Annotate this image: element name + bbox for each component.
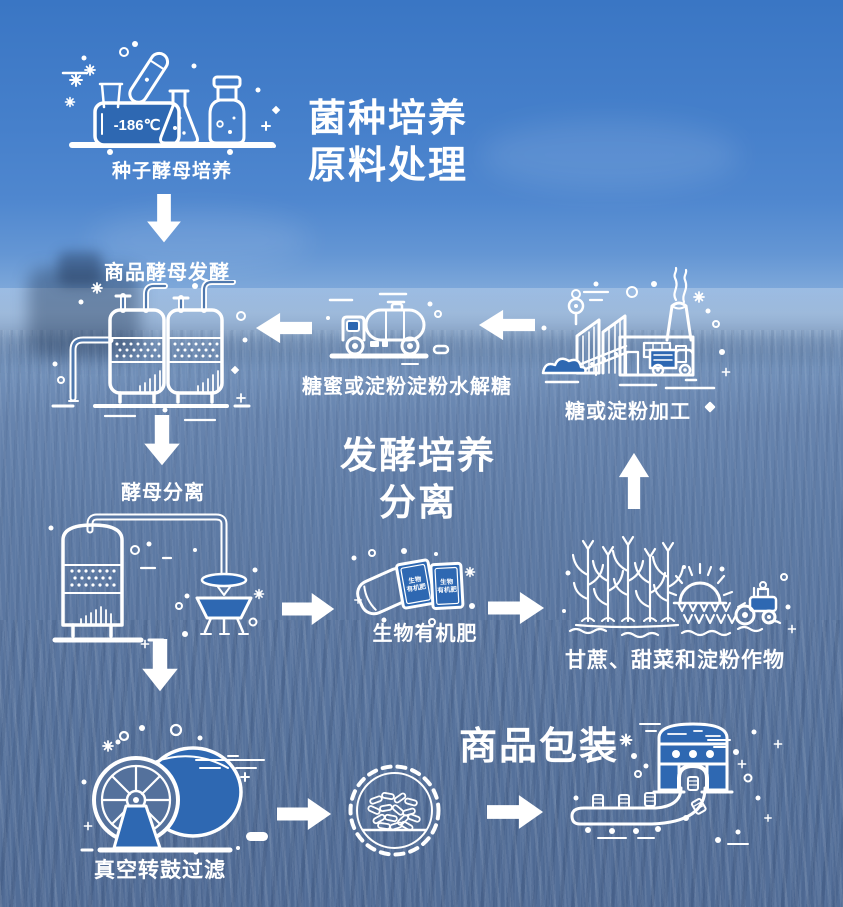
lab-equipment-icon: -186℃ — [60, 40, 290, 180]
label-yeast-separation: 酵母分离 — [121, 482, 205, 504]
factory-icon — [536, 264, 736, 394]
cloud — [90, 210, 310, 270]
arrow-left-icon — [255, 312, 312, 344]
arrow-up-icon — [618, 452, 650, 509]
label-sugar-starch-processing: 糖或淀粉加工 — [565, 401, 691, 423]
crops-field-icon — [562, 533, 796, 645]
arrow-right-icon — [488, 592, 545, 624]
sparkle-decoration — [704, 401, 716, 413]
label-commercial-fermentation: 商品酵母发酵 — [104, 262, 230, 284]
fertilizer-bags-icon: 生物 有机肥 生物 有机肥 — [348, 548, 480, 634]
yeast-separator-icon — [45, 510, 265, 652]
tanker-truck-icon — [322, 290, 464, 370]
label-bio-fertilizer: 生物有机肥 — [372, 623, 478, 645]
label-crops: 甘蔗、甜菜和淀粉作物 — [565, 649, 785, 672]
label-vacuum-drum: 真空转鼓过滤 — [94, 859, 226, 882]
fermentation-tanks-icon — [45, 280, 255, 432]
stage3-title-text: 商品包装 — [459, 726, 620, 768]
stage3-title: 商品包装 — [459, 724, 619, 771]
arrow-right-icon — [277, 798, 332, 830]
stage2-title-line1: 发酵培养 — [340, 435, 496, 476]
label-seed-yeast: 种子酵母培养 — [111, 161, 233, 182]
vacuum-drum-filter-icon — [78, 722, 278, 856]
bag-text-line2: 有机肥 — [437, 584, 457, 594]
bag-text-line1: 生物 — [440, 577, 454, 587]
arrow-down-icon — [142, 639, 178, 692]
background-harvester-cab — [58, 252, 102, 286]
yeast-cells-magnifier-icon — [346, 762, 443, 859]
arrow-right-icon — [282, 593, 335, 625]
label-hydrolyzed-sugar: 糖蜜或淀粉淀粉水解糖 — [302, 376, 512, 398]
stage2-title: 发酵培养 分离 — [340, 432, 496, 526]
stage1-title: 菌种培养 原料处理 — [308, 96, 468, 190]
cloud — [480, 120, 740, 190]
stage1-title-line2: 原料处理 — [308, 145, 469, 187]
arrow-down-icon — [144, 415, 180, 466]
arrow-left-icon — [478, 309, 535, 341]
arrow-right-icon — [487, 795, 544, 829]
cryo-temperature-text: -186℃ — [114, 117, 161, 134]
arrow-down-icon — [147, 194, 181, 243]
stage1-title-line1: 菌种培养 — [308, 98, 469, 140]
bag-text-line1: 生物 — [408, 574, 423, 585]
packaging-machine-icon — [568, 714, 803, 856]
stage2-title-line2: 分离 — [379, 482, 457, 523]
